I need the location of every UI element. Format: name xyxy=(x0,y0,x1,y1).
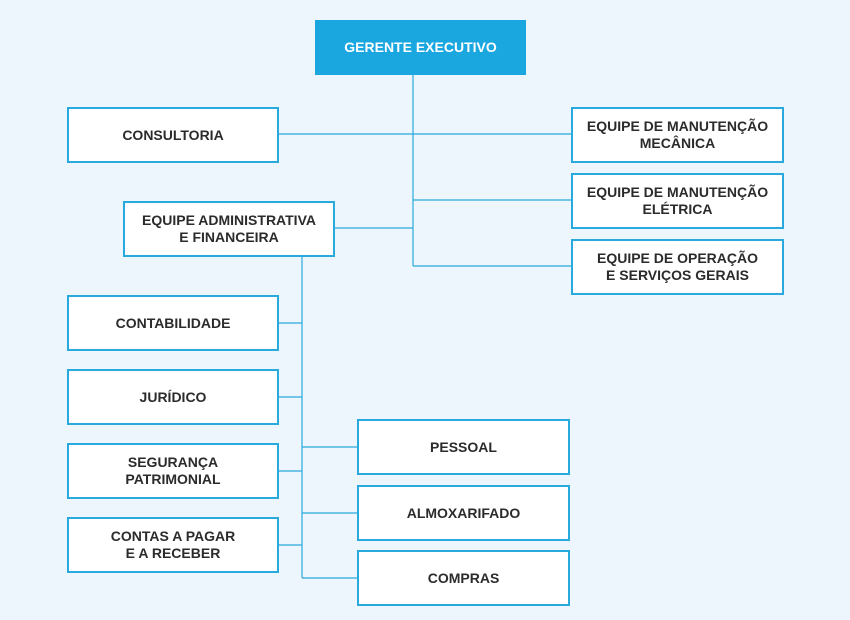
seguranca-patrimonial-box: SEGURANÇA PATRIMONIAL xyxy=(67,443,279,499)
manutencao-eletrica-box: EQUIPE DE MANUTENÇÃO ELÉTRICA xyxy=(571,173,784,229)
compras-box: COMPRAS xyxy=(357,550,570,606)
manutencao-mecanica-box: EQUIPE DE MANUTENÇÃO MECÂNICA xyxy=(571,107,784,163)
operacao-servicos-box: EQUIPE DE OPERAÇÃO E SERVIÇOS GERAIS xyxy=(571,239,784,295)
juridico-box: JURÍDICO xyxy=(67,369,279,425)
almoxarifado-box: ALMOXARIFADO xyxy=(357,485,570,541)
contas-pagar-receber-box: CONTAS A PAGAR E A RECEBER xyxy=(67,517,279,573)
contabilidade-box: CONTABILIDADE xyxy=(67,295,279,351)
pessoal-box: PESSOAL xyxy=(357,419,570,475)
administrativa-financeira-box: EQUIPE ADMINISTRATIVA E FINANCEIRA xyxy=(123,201,335,257)
gerente-executivo-box: GERENTE EXECUTIVO xyxy=(315,20,526,75)
consultoria-box: CONSULTORIA xyxy=(67,107,279,163)
